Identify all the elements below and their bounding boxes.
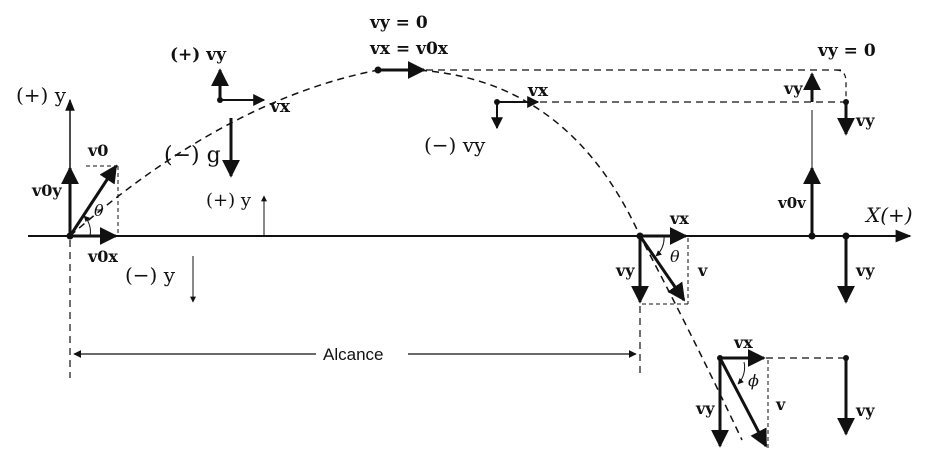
below-phi-label: ϕ <box>748 371 759 390</box>
below-angle-arc <box>737 361 746 385</box>
rising-vx-label: vx <box>269 97 291 117</box>
neg-y-mark-label: (−) y <box>125 263 176 287</box>
v0x-label: v0x <box>87 247 118 266</box>
v0-vector <box>68 164 118 237</box>
v0y-label: v0y <box>31 181 62 200</box>
below-v-label: v <box>775 395 786 414</box>
landing-vy-label: vy <box>615 261 635 280</box>
landing-theta-label: θ <box>670 247 680 266</box>
launch-angle-arc <box>83 215 91 237</box>
landing-vx-label: vx <box>669 209 689 228</box>
pos-y-axis-label: (+) y <box>16 83 67 107</box>
right-vy-up-label: vy <box>783 79 803 98</box>
range-label: Alcance <box>323 345 383 364</box>
right-point-base-a <box>808 232 816 240</box>
below-v-vector <box>718 357 768 448</box>
right-vy0-label: vy = 0 <box>817 41 876 61</box>
launch-theta-label: θ <box>94 201 104 220</box>
neg-g-label: (−) g <box>164 143 221 168</box>
pos-y-mark-label: (+) y <box>206 190 252 211</box>
landing-v-label: v <box>697 261 708 280</box>
right-vy-ground-label: vy <box>855 261 875 280</box>
landing-v-vector <box>638 235 686 302</box>
right-vy-low-label: vy <box>855 401 875 420</box>
apex-vy-label: vy = 0 <box>369 13 428 33</box>
apex-vx-label: vx = v0x <box>369 39 449 59</box>
below-vx-label: vx <box>733 333 753 352</box>
descending-vx-label: vx <box>527 81 549 101</box>
x-axis-label: X(+) <box>864 203 913 227</box>
trajectory-curve <box>69 68 743 441</box>
right-vy-down-label: vy <box>855 111 875 130</box>
below-vy-label: vy <box>695 399 715 418</box>
neg-vy-label: (−) vy <box>424 133 486 157</box>
apex-dash-corner <box>835 69 847 102</box>
landing-angle-arc <box>655 235 665 257</box>
v0-label: v0 <box>87 141 108 160</box>
right-v0v-label: v0v <box>777 194 807 212</box>
pos-vy-label: (+) vy <box>170 45 227 65</box>
